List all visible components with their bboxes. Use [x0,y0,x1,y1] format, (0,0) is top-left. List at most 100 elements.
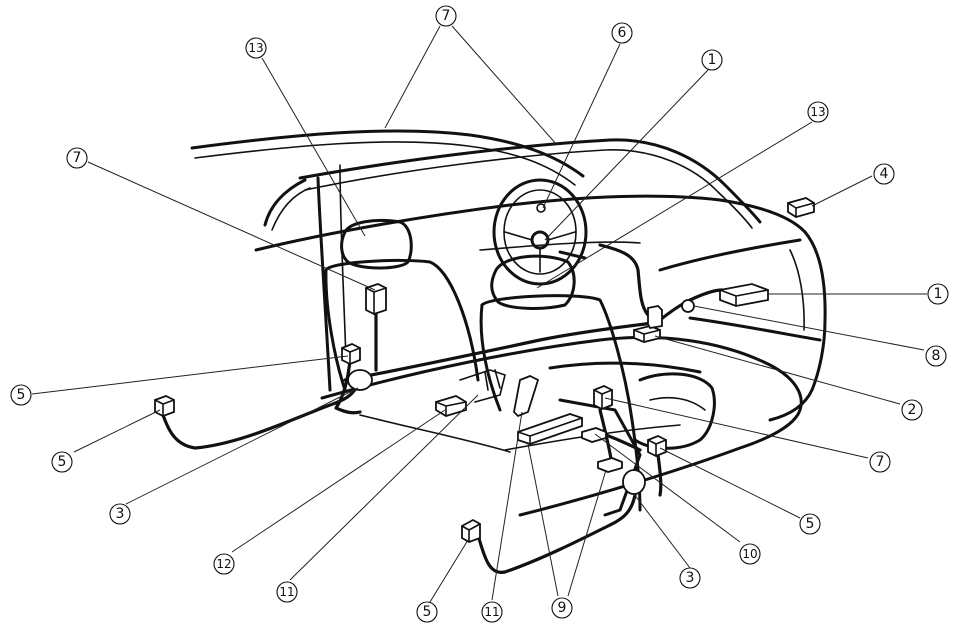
leader-10 [594,433,741,543]
passenger-seat-cushion [633,372,716,450]
callout-label: 13 [810,105,825,119]
leader-7-left [87,161,376,291]
callout-label: 2 [908,402,917,418]
leader-8 [693,305,925,351]
callout-label: 3 [686,570,695,586]
rear-headrest [340,218,413,270]
callout-4: 4 [873,163,895,185]
callout-label: 1 [934,286,943,302]
callout-label: 4 [880,166,889,182]
callout-1-right: 1 [927,283,949,305]
pretensioner-7-left [365,283,387,315]
harness-bottom [476,493,637,574]
roof-rail-left [190,129,585,178]
callout-label: 5 [423,604,432,620]
callout-11-left: 11 [276,581,298,603]
leader-5-left [31,355,349,395]
leader-3-bottom [633,493,691,569]
harness-seatbelt-left [334,358,362,415]
seats [324,218,716,517]
callout-7-top: 7 [435,5,457,27]
callout-label: 10 [742,547,757,561]
leader-9-b [567,469,607,597]
leader-4 [811,175,873,207]
steering-spokes [504,231,576,273]
callout-2: 2 [901,399,923,421]
leader-2 [654,335,901,405]
callout-label: 9 [558,600,567,616]
dash-right-lower [688,316,822,342]
floor-left-edge [359,414,511,453]
dashboard-top [254,194,807,252]
sensor-5-bottom [461,518,481,543]
leader-1-top [544,69,709,241]
b-pillar-left-2 [339,164,347,361]
steering-wheel [492,178,588,286]
roof-rail-right [298,138,762,224]
harness-dash [598,243,650,317]
leader-13-left [261,57,366,237]
steering-wheel-rim-inner [503,189,577,275]
callout-3-left: 3 [109,503,131,525]
roof-rail-right-inner [304,149,753,229]
callout-11-bottom: 11 [481,601,503,623]
callout-label: 7 [73,150,82,166]
right-door-outline [768,230,827,422]
callout-label: 1 [708,52,717,68]
tunnel-line [548,361,702,374]
callout-label: 6 [618,25,627,41]
callout-1-top: 1 [701,49,723,71]
leader-13-right [536,121,813,289]
callout-5-bottom: 5 [416,601,438,623]
leader-5-right [659,447,801,519]
driver-headrest [490,254,576,310]
a-pillar-left [263,178,307,227]
callout-5-right: 5 [799,513,821,535]
callout-3-bottom: 3 [679,567,701,589]
callout-label: 5 [58,454,67,470]
callout-12: 12 [213,553,235,575]
callout-label: 7 [442,8,451,24]
callout-6: 6 [611,22,633,44]
roof-rail-left-inner [194,141,576,186]
callout-7-left: 7 [66,147,88,169]
sensor-5-far-left [154,395,175,417]
connector-2 [633,305,663,343]
pretensioner-7-right [593,385,613,410]
callout-13-right: 13 [807,101,829,123]
driver-airbag-module [536,203,546,213]
sensor-5-left [341,343,361,365]
callout-5-far-left: 5 [51,451,73,473]
seatbelt-retractor-3-left [347,369,373,391]
side-airbag-module-1 [719,283,769,307]
right-door-panel [789,249,805,331]
callout-label: 11 [279,585,294,599]
callout-label: 5 [806,516,815,532]
leader-11-bottom [491,411,523,601]
leader-7-top-b [451,25,558,146]
callout-13-left: 13 [245,37,267,59]
seatbelt-buckle-11 [459,369,540,418]
leader-3-left [125,387,359,505]
dash-right-line [658,238,802,272]
callouts: 7 13 6 1 13 4 7 1 8 5 5 [10,5,949,623]
leader-11-left [289,394,479,581]
steering-wheel-rim [492,178,588,286]
leader-lines [31,25,927,603]
rear-seat-back [324,258,480,392]
callout-label: 7 [876,454,885,470]
leader-5-bottom [429,539,469,603]
passenger-airbag-8 [681,299,695,313]
driver-seat-back-left [479,303,502,412]
callout-label: 8 [932,348,941,364]
callout-label: 11 [484,605,499,619]
vehicle-body [190,129,827,517]
a-pillar-left-2 [271,187,311,231]
connector-9 [597,457,623,473]
components [154,197,815,543]
harness-main [343,320,662,382]
harness-rear-left [160,386,358,450]
leader-5-far-left [73,409,161,453]
